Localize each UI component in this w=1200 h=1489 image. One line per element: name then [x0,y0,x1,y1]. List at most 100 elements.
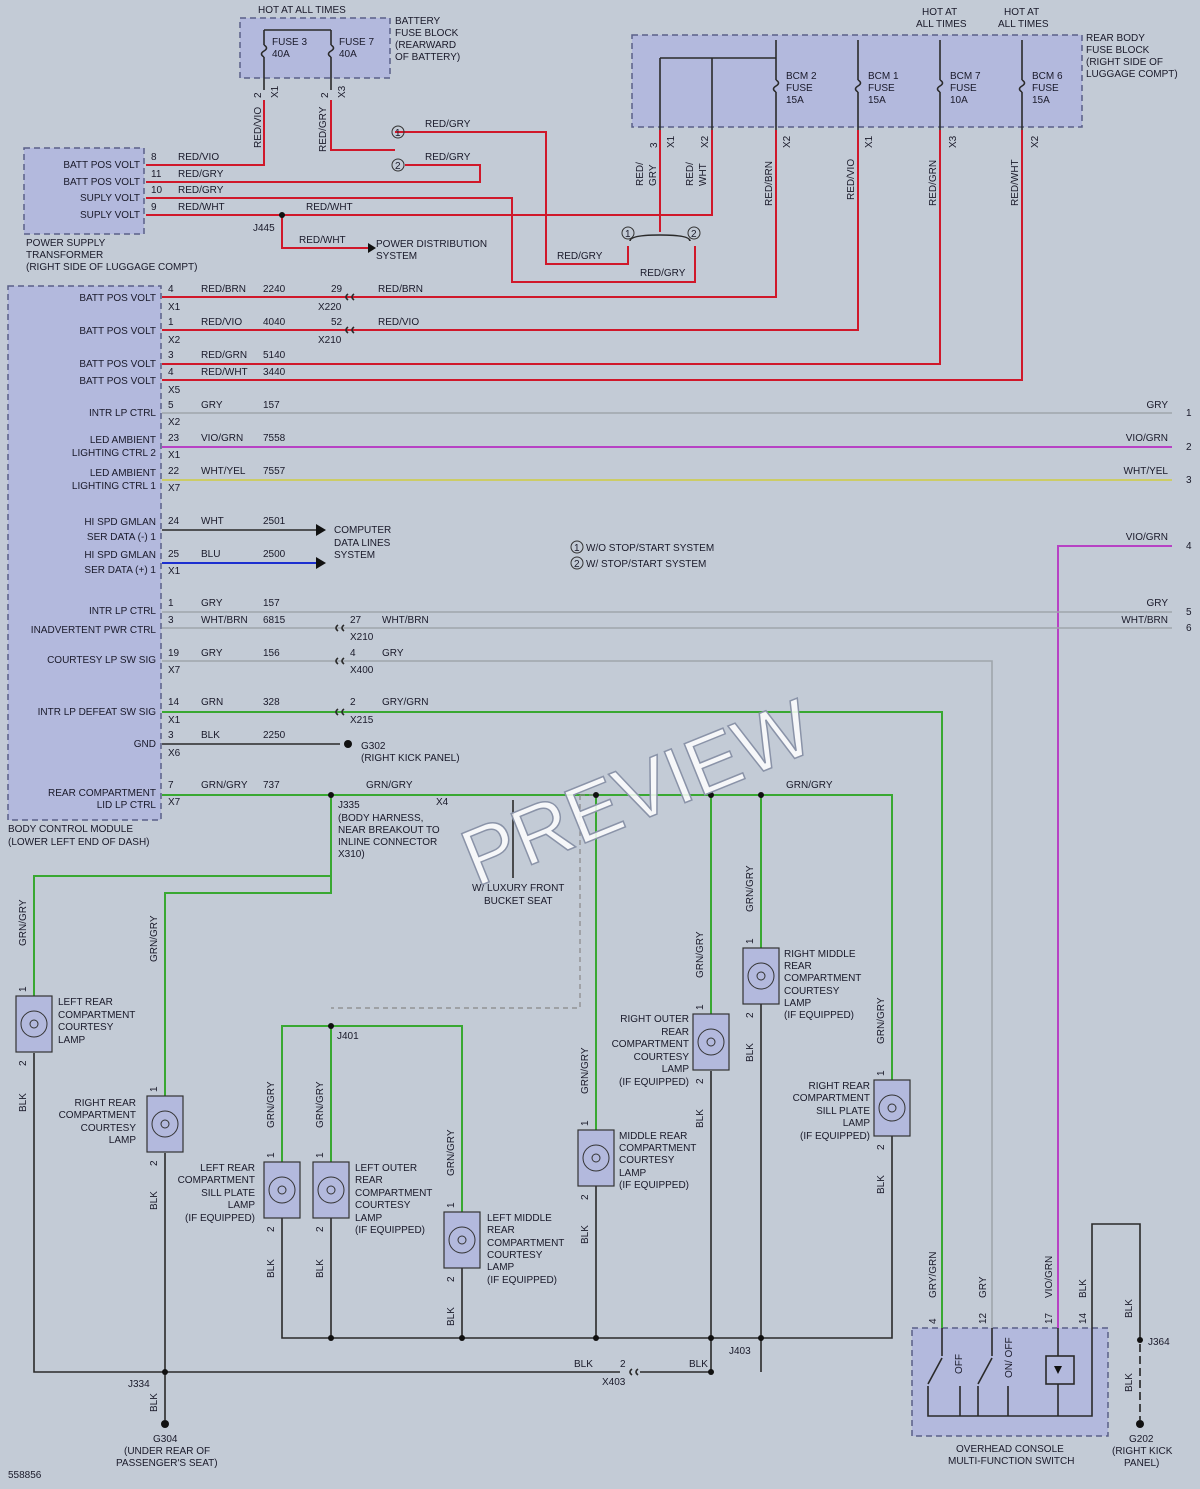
svg-text:(IF EQUIPPED): (IF EQUIPPED) [185,1213,255,1224]
svg-text:LEFT OUTER: LEFT OUTER [355,1163,417,1174]
svg-text:157: 157 [263,400,280,411]
svg-text:2: 2 [253,92,264,98]
svg-text:5140: 5140 [263,350,286,361]
svg-text:GRY: GRY [648,164,659,186]
svg-text:POWER DISTRIBUTION: POWER DISTRIBUTION [376,239,487,250]
svg-text:LEFT REAR: LEFT REAR [58,997,113,1008]
svg-text:GRN/GRY: GRN/GRY [366,780,413,791]
lamp-pin-numbers: 1 2 1 2 1 2 1 2 1 2 1 2 1 2 1 2 1 2 [18,938,887,1282]
svg-text:LAMP: LAMP [662,1064,690,1075]
svg-text:VIO/GRN: VIO/GRN [1126,532,1168,543]
svg-text:X310): X310) [338,849,365,860]
data-lines-label: COMPUTER DATA LINES SYSTEM [334,525,391,561]
svg-text:X1: X1 [168,450,181,461]
svg-text:2: 2 [315,1226,326,1232]
svg-text:BLU: BLU [201,549,220,560]
svg-text:GRN/GRY: GRN/GRY [18,899,29,946]
svg-text:X7: X7 [168,665,181,676]
svg-text:BLK: BLK [315,1259,326,1278]
svg-text:J401: J401 [337,1031,359,1042]
svg-text:RED/GRY: RED/GRY [318,106,329,152]
svg-text:GRY/GRN: GRY/GRN [928,1252,939,1299]
svg-text:COMPARTMENT: COMPARTMENT [793,1093,870,1104]
svg-text:ALL TIMES: ALL TIMES [998,19,1049,30]
svg-text:SILL PLATE: SILL PLATE [201,1188,255,1199]
svg-text:23: 23 [168,433,180,444]
svg-text:2250: 2250 [263,730,286,741]
svg-text:15A: 15A [786,95,804,106]
svg-text:MIDDLE REAR: MIDDLE REAR [619,1131,687,1142]
svg-text:4040: 4040 [263,317,286,328]
svg-text:LAMP: LAMP [619,1168,647,1179]
svg-text:2: 2 [266,1226,277,1232]
svg-text:J334: J334 [128,1379,150,1390]
svg-text:27: 27 [350,615,362,626]
svg-text:W/O STOP/START SYSTEM: W/O STOP/START SYSTEM [586,543,714,554]
svg-text:BLK: BLK [695,1109,706,1128]
svg-text:2: 2 [446,1276,457,1282]
svg-text:COURTESY: COURTESY [634,1052,690,1063]
bcm-labels: BATT POS VOLT BATT POS VOLT BATT POS VOL… [8,293,156,848]
svg-text:157: 157 [263,598,280,609]
svg-text:HOT AT: HOT AT [1004,7,1039,18]
splice-dots [162,792,1143,1375]
svg-text:GND: GND [134,739,156,750]
svg-text:GRY: GRY [1147,598,1169,609]
svg-text:G302: G302 [361,741,386,752]
svg-text:BATT POS VOLT: BATT POS VOLT [63,160,140,171]
svg-text:POWER SUPPLY: POWER SUPPLY [26,238,106,249]
svg-text:GRY: GRY [1147,400,1169,411]
svg-text:HOT AT: HOT AT [922,7,957,18]
svg-text:COMPARTMENT: COMPARTMENT [784,973,861,984]
svg-text:2: 2 [149,1160,160,1166]
bcm-wire-colors: RED/BRN RED/VIO RED/GRN RED/WHT GRY VIO/… [201,284,248,791]
svg-text:6: 6 [1186,623,1192,634]
svg-text:J335: J335 [338,800,360,811]
svg-text:BLK: BLK [745,1043,756,1062]
svg-text:BLK: BLK [201,730,220,741]
svg-text:W/ STOP/START SYSTEM: W/ STOP/START SYSTEM [586,559,706,570]
svg-text:5: 5 [1186,607,1192,618]
svg-text:X1: X1 [270,85,281,98]
svg-text:1: 1 [580,1120,591,1126]
svg-text:7557: 7557 [263,466,286,477]
led-icon [1054,1366,1062,1374]
svg-text:7: 7 [168,780,174,791]
svg-text:GRN/GRY: GRN/GRY [876,997,887,1044]
svg-text:G202: G202 [1129,1434,1154,1445]
svg-text:COMPARTMENT: COMPARTMENT [487,1238,564,1249]
svg-text:G304: G304 [153,1434,178,1445]
svg-text:29: 29 [331,284,343,295]
svg-text:2: 2 [1186,442,1192,453]
svg-text:REAR: REAR [784,961,812,972]
svg-text:(RIGHT SIDE OF LUGGAGE COMPT): (RIGHT SIDE OF LUGGAGE COMPT) [26,262,198,273]
svg-text:WHT: WHT [698,163,709,186]
svg-text:RED/BRN: RED/BRN [378,284,423,295]
grn-gry-network [33,794,893,1212]
ground-symbols [161,740,1144,1428]
svg-text:RIGHT MIDDLE: RIGHT MIDDLE [784,949,856,960]
svg-text:COURTESY: COURTESY [81,1123,137,1134]
svg-text:GRN/GRY: GRN/GRY [149,915,160,962]
svg-text:RED/GRY: RED/GRY [178,185,224,196]
svg-text:LED AMBIENT: LED AMBIENT [90,435,156,446]
svg-text:X3: X3 [948,135,959,148]
svg-text:4: 4 [928,1318,939,1324]
svg-text:BLK: BLK [1078,1279,1089,1298]
svg-text:4: 4 [168,367,174,378]
svg-text:1: 1 [574,543,580,554]
svg-text:2: 2 [745,1012,756,1018]
svg-text:LID LP CTRL: LID LP CTRL [97,800,157,811]
svg-text:REAR: REAR [487,1225,515,1236]
data-arrow-2 [316,557,326,569]
svg-text:LIGHTING CTRL 2: LIGHTING CTRL 2 [72,448,157,459]
svg-text:BATT POS VOLT: BATT POS VOLT [63,177,140,188]
ground-labels: G304 (UNDER REAR OF PASSENGER'S SEAT) G2… [116,1434,1173,1469]
svg-text:SILL PLATE: SILL PLATE [816,1106,870,1117]
svg-text:BLK: BLK [18,1093,29,1112]
svg-text:25: 25 [168,549,180,560]
svg-text:NEAR BREAKOUT TO: NEAR BREAKOUT TO [338,825,440,836]
svg-text:10: 10 [151,185,163,196]
svg-text:RED/VIO: RED/VIO [201,317,242,328]
svg-text:REAR BODY: REAR BODY [1086,33,1145,44]
